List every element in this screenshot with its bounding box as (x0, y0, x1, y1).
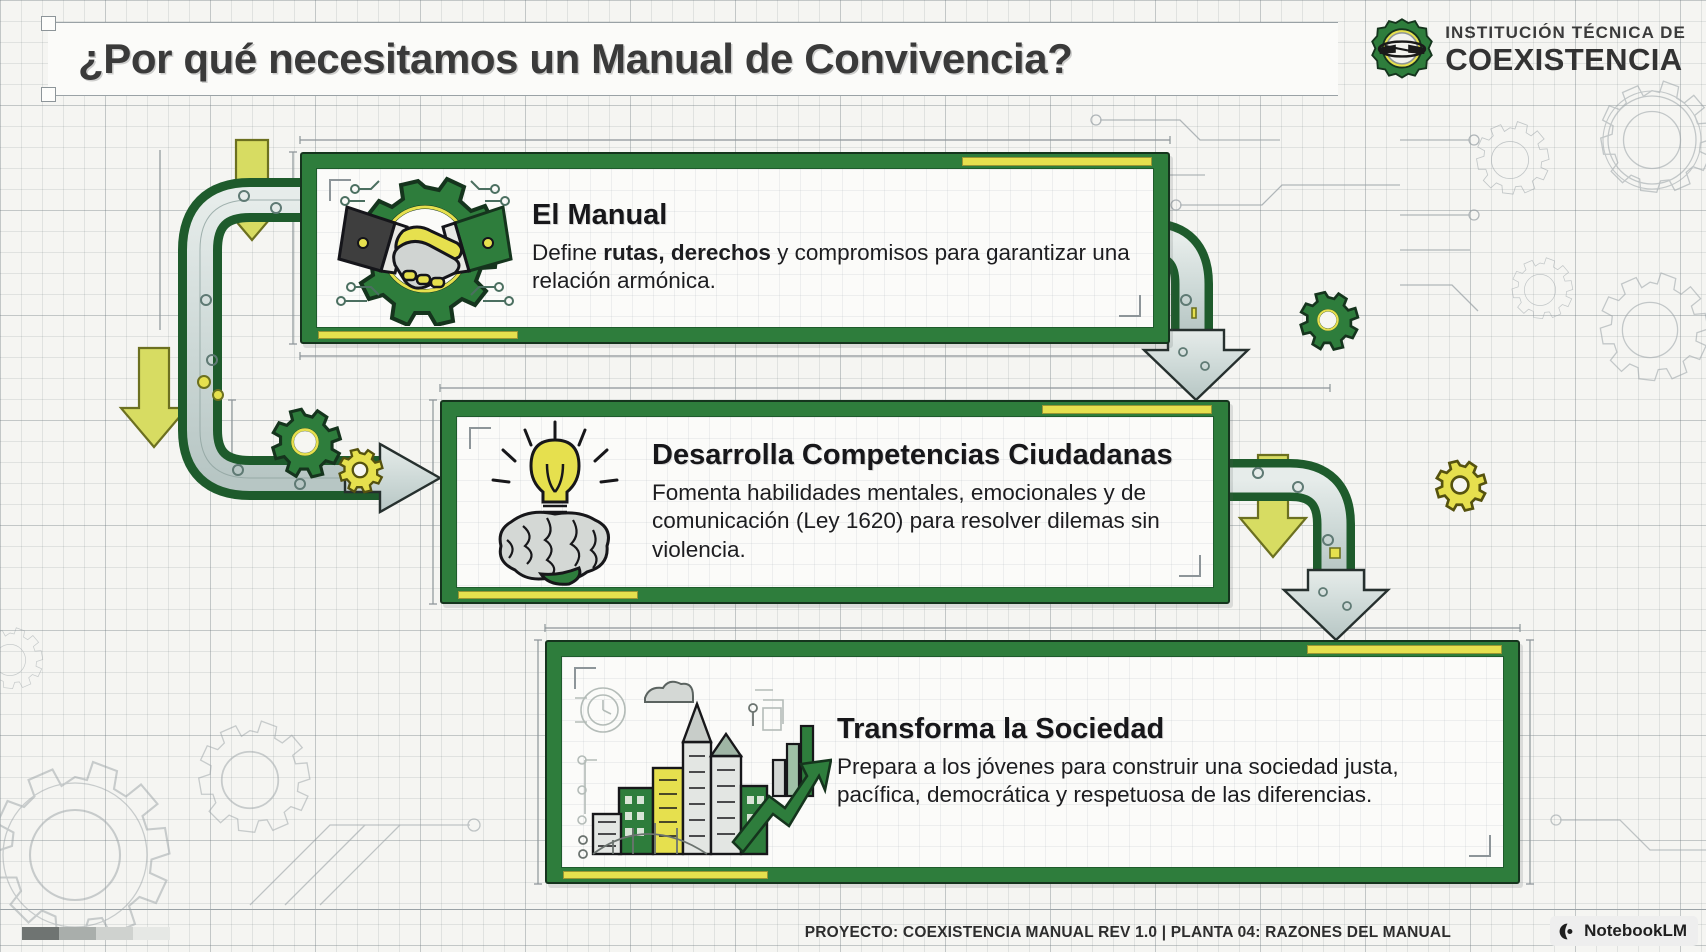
gear-handshake-logo-icon (1371, 18, 1434, 79)
card-heading: El Manual (532, 199, 668, 232)
arrow-down-yellow-2 (118, 346, 190, 449)
corner-bracket-bottom-right (1469, 835, 1491, 857)
arrow-down-yellow-3 (1237, 453, 1309, 559)
gear-green-1 (270, 407, 343, 479)
corner-bracket-bottom-right (1119, 295, 1141, 317)
card-body: Prepara a los jóvenes para construir una… (837, 754, 1399, 808)
brand-line-2: COEXISTENCIA (1445, 41, 1683, 77)
progress-segment-4 (133, 927, 170, 940)
brand-line-1: INSTITUCIÓN TÉCNICA DE (1445, 22, 1686, 42)
card-text-transforma: Transforma la Sociedad Prepara a los jóv… (837, 713, 1503, 810)
accent-strip-bottom (458, 591, 638, 599)
arrow-down-yellow-1 (215, 138, 289, 242)
card-inner-el-manual: El Manual Define rutas, derechos y compr… (316, 168, 1154, 328)
accent-strip-top (962, 157, 1152, 166)
gear-yellow-1 (338, 447, 384, 494)
progress-segment-1 (22, 927, 59, 940)
card-text-competencias: Desarrolla Competencias Ciudadanas Fomen… (652, 439, 1213, 564)
card-competencias-ciudadanas[interactable]: Desarrolla Competencias Ciudadanas Fomen… (440, 400, 1230, 604)
gear-yellow-2 (1434, 459, 1488, 512)
city-growth-chart-icon (562, 662, 837, 862)
accent-strip-bottom (563, 871, 768, 879)
card-el-manual[interactable]: El Manual Define rutas, derechos y compr… (300, 152, 1170, 344)
page-title: ¿Por qué necesitamos un Manual de Conviv… (78, 35, 1073, 82)
notebooklm-badge[interactable]: NotebookLM (1550, 916, 1698, 946)
card-transforma-sociedad[interactable]: Transforma la Sociedad Prepara a los jóv… (545, 640, 1520, 884)
notebooklm-icon (1559, 923, 1573, 939)
lightbulb-brain-icon (457, 417, 652, 587)
progress-indicator (22, 927, 170, 940)
card-inner-competencias: Desarrolla Competencias Ciudadanas Fomen… (456, 416, 1214, 588)
brand-lockup: INSTITUCIÓN TÉCNICA DE COEXISTENCIA (1371, 18, 1686, 80)
notebooklm-label: NotebookLM (1584, 921, 1687, 940)
gear-green-2 (1299, 290, 1360, 352)
arrow-down-circuit-2 (1281, 568, 1391, 642)
accent-strip-top (1307, 645, 1502, 654)
card-body: Define rutas, derechos y compromisos par… (532, 240, 1130, 294)
footer-divider (0, 909, 1706, 910)
handshake-gear-icon (317, 169, 532, 327)
accent-strip-top (1042, 405, 1212, 414)
arrow-right-circuit (343, 441, 443, 515)
accent-strip-bottom (318, 331, 518, 339)
card-body: Fomenta habilidades mentales, emocionale… (652, 479, 1160, 562)
progress-segment-2 (59, 927, 96, 940)
card-heading: Transforma la Sociedad (837, 713, 1165, 746)
title-plate: ¿Por qué necesitamos un Manual de Conviv… (41, 16, 1338, 102)
progress-segment-3 (96, 927, 133, 940)
circuit-pipe-right-2 (1226, 459, 1391, 642)
footer-caption: PROYECTO: COEXISTENCIA MANUAL REV 1.0 | … (804, 924, 1451, 941)
card-text-el-manual: El Manual Define rutas, derechos y compr… (532, 199, 1153, 296)
card-inner-transforma: Transforma la Sociedad Prepara a los jóv… (561, 656, 1504, 868)
card-heading: Desarrolla Competencias Ciudadanas (652, 439, 1173, 472)
